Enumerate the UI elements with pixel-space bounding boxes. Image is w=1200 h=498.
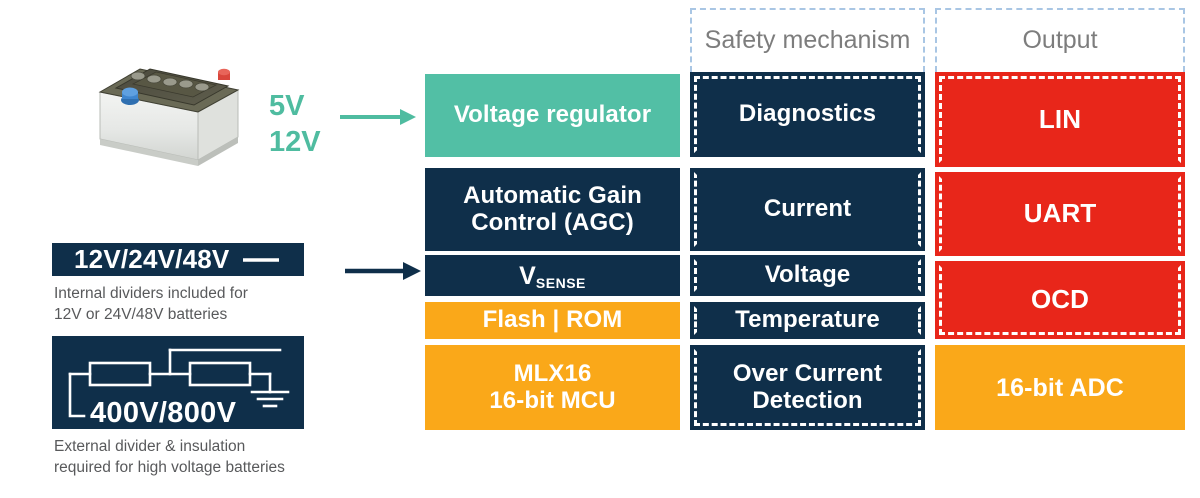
low-voltage-caption-line-1: Internal dividers included for [54, 285, 248, 302]
block-voltage-label: Voltage [764, 261, 851, 289]
battery-negative-terminal [121, 87, 139, 105]
safety-column-header: Safety mechanism [690, 20, 925, 60]
horizontal-line-icon [243, 257, 280, 262]
low-voltage-caption: Internal dividers included for 12V or 24… [54, 284, 324, 326]
block-agc-line-1: Automatic Gain [463, 181, 642, 209]
high-voltage-input-label: 400V/800V [90, 397, 237, 429]
block-voltage-regulator-label: Voltage regulator [453, 101, 652, 129]
block-vsense-label: VSENSE [519, 261, 586, 291]
block-agc-line-2: Control (AGC) [471, 208, 634, 236]
block-current-label: Current [763, 195, 852, 223]
block-flash-rom[interactable]: Flash | ROM [425, 302, 680, 339]
block-mlx16-label: MLX16 16-bit MCU [489, 359, 616, 415]
output-column-header-label: Output [1022, 25, 1098, 54]
battery-positive-terminal [218, 68, 230, 80]
supply-voltage-label: 5V 12V [269, 88, 321, 161]
block-voltage-regulator[interactable]: Voltage regulator [425, 74, 680, 157]
block-temperature-label: Temperature [735, 306, 880, 334]
high-voltage-caption-line-1: External divider & insulation [54, 438, 246, 455]
block-flash-rom-label: Flash | ROM [482, 306, 623, 334]
block-lin-label: LIN [1038, 103, 1082, 134]
block-16-bit-adc[interactable]: 16-bit ADC [935, 345, 1185, 430]
block-uart[interactable]: UART [935, 172, 1185, 256]
block-over-current-detection[interactable]: Over Current Detection [690, 345, 925, 430]
high-voltage-caption: External divider & insulation required f… [54, 437, 354, 479]
output-column-header: Output [935, 20, 1185, 60]
block-ocd-label: Over Current Detection [732, 359, 883, 415]
supply-voltage-line-1: 5V [269, 90, 305, 122]
supply-arrow-icon [340, 104, 420, 130]
low-voltage-input-box: 12V/24V/48V [52, 243, 304, 276]
block-ocd-output[interactable]: OCD [935, 261, 1185, 339]
block-ocd-line-2: Detection [752, 386, 863, 414]
block-vsense-main: V [519, 261, 536, 290]
block-mlx16-line-2: 16-bit MCU [489, 386, 616, 414]
block-agc-label: Automatic Gain Control (AGC) [463, 181, 642, 237]
block-voltage[interactable]: Voltage [690, 255, 925, 296]
car-battery-illustration [98, 68, 240, 166]
block-automatic-gain-control[interactable]: Automatic Gain Control (AGC) [425, 168, 680, 251]
high-voltage-caption-line-2: required for high voltage batteries [54, 458, 285, 476]
block-vsense[interactable]: VSENSE [425, 255, 680, 296]
resistor-divider-schematic-icon [68, 348, 290, 418]
block-temperature[interactable]: Temperature [690, 302, 925, 339]
block-ocd-line-1: Over Current [732, 359, 883, 387]
block-lin[interactable]: LIN [935, 72, 1185, 167]
block-mlx16-mcu[interactable]: MLX16 16-bit MCU [425, 345, 680, 430]
safety-column-header-label: Safety mechanism [704, 25, 911, 54]
block-ocd-output-label: OCD [1030, 284, 1090, 315]
input-arrow-icon [345, 258, 425, 284]
block-mlx16-line-1: MLX16 [513, 359, 592, 387]
car-battery-icon [78, 38, 253, 173]
block-uart-label: UART [1023, 198, 1097, 229]
block-16-bit-adc-label: 16-bit ADC [996, 373, 1124, 402]
block-diagnostics[interactable]: Diagnostics [690, 72, 925, 157]
block-vsense-subscript: SENSE [535, 274, 586, 291]
block-current[interactable]: Current [690, 168, 925, 251]
high-voltage-input-box: 400V/800V [52, 336, 304, 429]
supply-voltage-line-2: 12V [269, 126, 321, 159]
low-voltage-input-label: 12V/24V/48V [74, 244, 230, 274]
low-voltage-caption-line-2: 12V or 24V/48V batteries [54, 305, 228, 323]
block-diagnostics-label: Diagnostics [738, 100, 877, 128]
